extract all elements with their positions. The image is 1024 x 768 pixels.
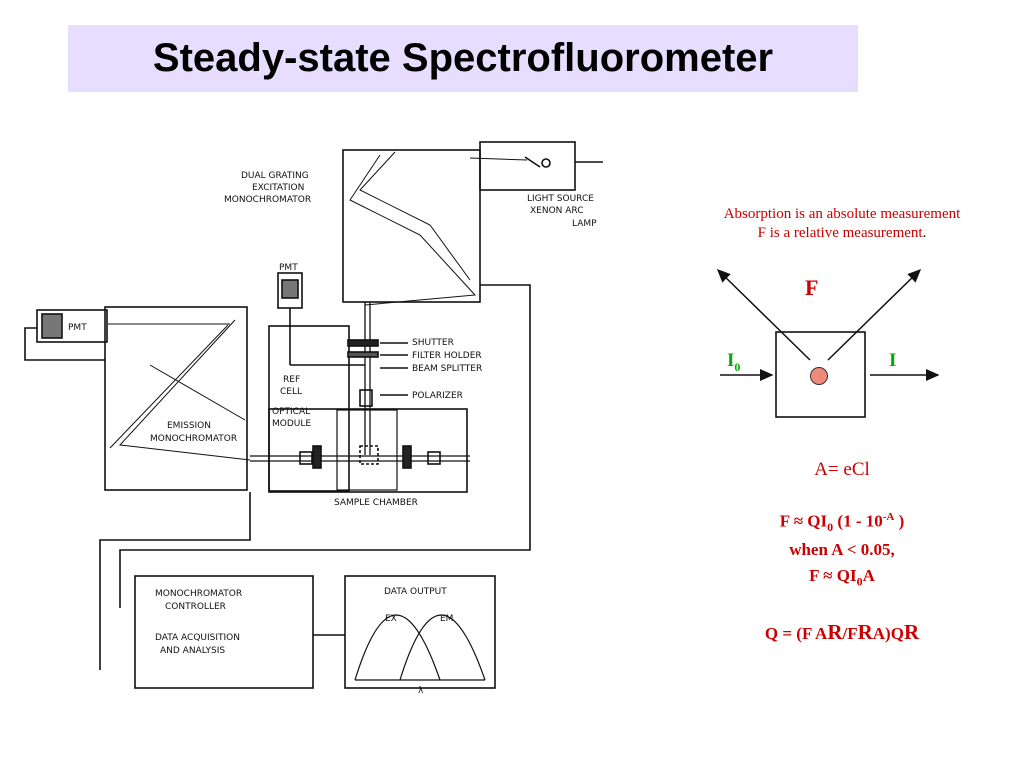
measurement-geometry-diagram	[716, 268, 940, 418]
fluorescence-arrow-left	[716, 268, 811, 361]
linear-approximation-equation: F ≈ QI0A	[660, 566, 1024, 589]
label-optical-module-1: OPTICAL	[272, 407, 310, 417]
i0-base: I	[727, 350, 735, 371]
eq4-r3: R	[903, 620, 920, 644]
absorption-note: Absorption is an absolute measurement	[723, 206, 961, 222]
eq3-part-a: F ≈ QI	[809, 566, 857, 585]
label-shutter: SHUTTER	[412, 338, 454, 348]
label-light-source-3: LAMP	[572, 219, 597, 229]
label-ref-cell-1: REF	[283, 375, 300, 385]
eq4-part-a: Q = (F A	[764, 624, 828, 643]
beer-lambert-equation: A= eCl	[814, 459, 870, 480]
label-data-output: DATA OUTPUT	[384, 587, 447, 597]
label-em: EM	[440, 614, 453, 624]
fluorescence-note: F is a relative measurement.	[660, 224, 1024, 243]
pmt-left-box	[36, 309, 108, 343]
sample-chamber-box	[268, 408, 468, 493]
eq4-part-c: A)Q	[872, 624, 904, 643]
data-output-box	[344, 575, 496, 689]
label-filter-holder: FILTER HOLDER	[412, 351, 482, 361]
sample-cuvette	[775, 331, 866, 418]
label-emission-1: EMISSION	[167, 421, 211, 431]
label-emission-2: MONOCHROMATOR	[150, 434, 237, 444]
light-source-box	[479, 141, 576, 191]
eq3-sub: 0	[856, 574, 863, 589]
label-acquisition-1: DATA ACQUISITION	[155, 633, 240, 643]
label-dual-grating-3: MONOCHROMATOR	[224, 195, 311, 205]
title-banner: Steady-state Spectrofluorometer	[68, 25, 858, 92]
transmitted-intensity-label: I	[889, 350, 897, 371]
eq4-r1: R	[827, 620, 843, 644]
eq4-r2: R	[857, 620, 873, 644]
label-lambda: λ	[418, 686, 424, 696]
label-dual-grating-1: DUAL GRATING	[241, 171, 309, 181]
spectrofluorometer-schematic: DUAL GRATING EXCITATION MONOCHROMATOR LI…	[24, 141, 603, 696]
fluorescence-note-text: F is a relative measurement	[757, 225, 923, 241]
emission-monochromator-box	[104, 306, 248, 491]
incident-intensity-label: I0	[727, 350, 740, 375]
label-optical-module-2: MODULE	[272, 419, 311, 429]
eq1-part-b: (1 - 10	[833, 511, 883, 531]
quantum-yield-equation: Q = (F AR/FRA)QR	[660, 620, 1024, 645]
fluorescence-label: F	[805, 275, 819, 300]
controller-box	[134, 575, 314, 689]
eq3-part-b: A	[862, 566, 875, 585]
eq4-part-b: /F	[842, 624, 858, 643]
low-absorbance-condition: when A < 0.05,	[789, 540, 895, 559]
label-acquisition-2: AND ANALYSIS	[160, 646, 225, 656]
label-pmt-left: PMT	[68, 323, 87, 333]
sample-dot	[810, 367, 828, 385]
label-controller-1: MONOCHROMATOR	[155, 589, 242, 599]
eq1-sup: -A	[882, 511, 895, 523]
fluorescence-arrow-right	[827, 268, 922, 361]
label-light-source-1: LIGHT SOURCE	[527, 194, 594, 204]
fluorescence-notes-panel: Absorption is an absolute measurement F …	[660, 195, 1024, 675]
label-dual-grating-2: EXCITATION	[252, 183, 304, 193]
excitation-monochromator-box	[342, 149, 481, 303]
slide-title: Steady-state Spectrofluorometer	[152, 36, 774, 80]
fluorescence-equation: F ≈ QI0 (1 - 10-A )	[660, 511, 1024, 535]
eq1-part-c: )	[894, 511, 905, 531]
eq1-part-a: F ≈ QI	[779, 511, 828, 531]
label-controller-2: CONTROLLER	[165, 602, 226, 612]
fluorescence-note-period: .	[922, 225, 927, 241]
label-ref-cell-2: CELL	[280, 387, 302, 397]
eq1-sub: 0	[827, 520, 834, 535]
i0-subscript: 0	[734, 359, 741, 374]
label-beam-splitter: BEAM SPLITTER	[412, 364, 482, 374]
label-ex: EX	[385, 614, 397, 624]
label-pmt-top: PMT	[279, 263, 298, 273]
label-polarizer: POLARIZER	[412, 391, 463, 401]
label-sample-chamber: SAMPLE CHAMBER	[334, 498, 418, 508]
label-light-source-2: XENON ARC	[530, 206, 584, 216]
